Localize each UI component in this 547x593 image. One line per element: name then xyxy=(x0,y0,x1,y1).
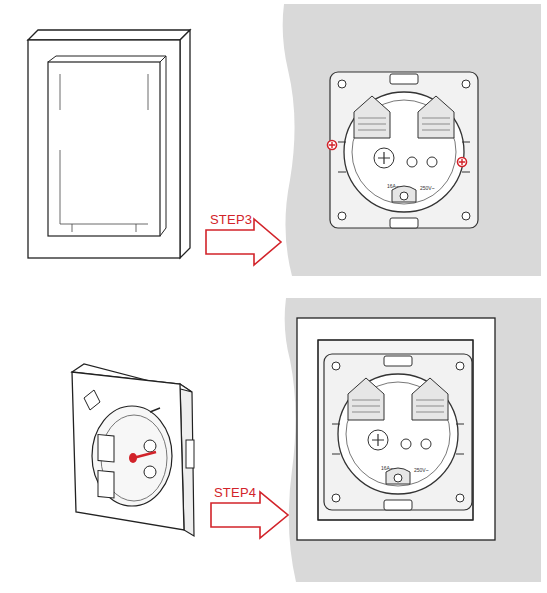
cover-plate xyxy=(186,440,194,468)
cover-plate xyxy=(92,406,172,506)
frame xyxy=(318,340,473,520)
frame xyxy=(28,30,190,40)
step-label: STEP4 xyxy=(214,486,256,499)
rating-text: 250V~ xyxy=(414,468,429,473)
cover-plate xyxy=(144,440,156,452)
cover-plate xyxy=(144,466,156,478)
socket-mechanism xyxy=(330,72,478,228)
frame xyxy=(48,56,166,236)
cover-screw xyxy=(133,452,156,458)
frame xyxy=(180,30,190,258)
cover-screw xyxy=(129,452,156,463)
cover-plate xyxy=(84,390,100,410)
cover-plate xyxy=(72,372,184,530)
rating-text: 16A~ xyxy=(387,184,399,189)
rating-text: 250V~ xyxy=(420,186,435,191)
frame xyxy=(297,318,495,540)
fixing-screw xyxy=(328,141,337,150)
step-label: STEP3 xyxy=(210,213,252,226)
socket-mechanism xyxy=(324,354,472,510)
frame-opening xyxy=(318,340,473,520)
frame xyxy=(60,74,148,232)
cover-plate xyxy=(150,408,160,412)
frame xyxy=(28,30,190,258)
socket-mechanism xyxy=(324,354,472,510)
cover-plate xyxy=(98,435,114,462)
socket-mechanism xyxy=(330,72,478,228)
cover-plate xyxy=(72,364,194,536)
cover-plate xyxy=(98,471,114,498)
fixing-screw xyxy=(458,158,467,167)
frame xyxy=(48,62,160,236)
wall xyxy=(285,298,541,582)
socket-mechanism xyxy=(324,354,472,510)
rating-text: 16A~ xyxy=(381,466,393,471)
frame xyxy=(297,318,495,540)
wall xyxy=(283,4,541,276)
frame xyxy=(28,40,180,258)
